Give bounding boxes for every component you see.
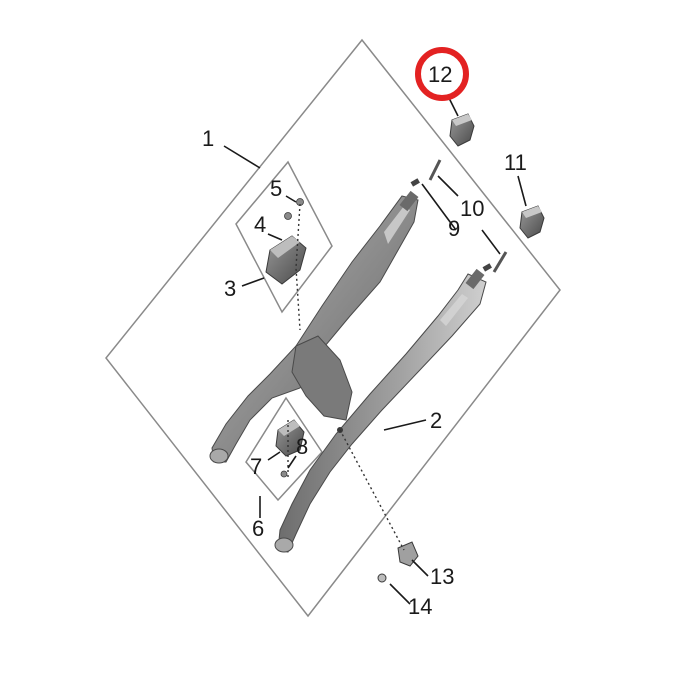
leader-5 [285,195,297,203]
swingarm [209,190,487,553]
callout-11: 11 [504,150,527,175]
highlight-ring-12 [415,47,469,101]
leader-13 [411,559,429,577]
leader-1 [223,145,261,169]
swingarm-cross-member [291,335,353,421]
chain-adjuster-right [519,205,545,239]
leader-9 [421,183,457,231]
callout-2: 2 [430,408,442,433]
callout-3: 3 [224,276,236,301]
callout-8: 8 [296,434,308,459]
chain-guide-block-upper [265,198,307,285]
swingarm-right-arm [277,273,487,553]
leader-4 [267,233,283,241]
swingarm-left-arm [211,195,419,463]
bracket-bolt [377,573,387,583]
adjuster-bolts [410,159,508,273]
callout-10: 10 [460,196,484,221]
callout-14: 14 [408,594,432,619]
subassembly-frame-upper [235,160,333,314]
leader-11 [517,175,527,207]
leader-14 [389,583,411,605]
callout-7: 7 [250,454,262,479]
leader-10b [437,175,459,197]
callout-12: 12 [428,62,452,87]
callout-13: 13 [430,564,454,589]
assembly-frame [105,38,561,618]
leader-10a [481,229,501,255]
callout-5: 5 [270,176,282,201]
dotted-line-upper-block [295,203,301,331]
leader-8 [287,455,297,469]
callout-9: 9 [448,216,460,241]
callout-6: 6 [252,516,264,541]
callout-4: 4 [254,212,266,237]
subassembly-frame-lower [245,396,323,502]
leader-7 [267,451,281,461]
callout-1: 1 [202,126,214,151]
leader-3 [241,277,265,287]
chain-adjuster-left [449,113,475,147]
leader-2 [383,419,427,431]
chain-guide-block-lower [275,419,305,478]
